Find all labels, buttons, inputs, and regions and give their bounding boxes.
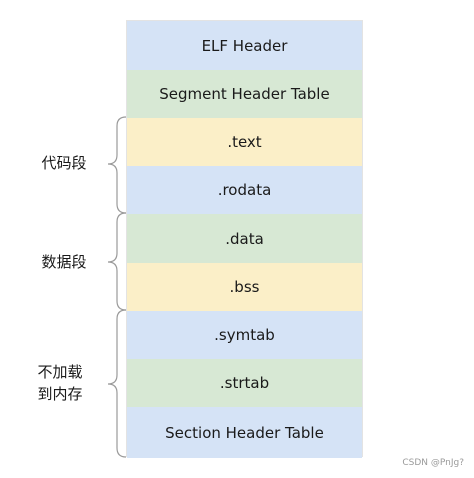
segment-bss: .bss [127,263,362,311]
segment-strtab: .strtab [127,359,362,407]
group-label-not-loaded: 不加载 到内存 [26,361,94,405]
watermark: CSDN @PnJg? [402,458,464,468]
segment-rodata: .rodata [127,166,362,214]
segment-elf-header: ELF Header [127,21,362,70]
segment-label: .data [225,229,264,248]
segment-label: .strtab [219,374,270,392]
group-label-code-segment: 代码段 [41,154,87,172]
segment-label: .text [227,133,262,151]
segment-symtab: .symtab [127,311,362,359]
group-label-data-segment: 数据段 [41,253,87,271]
segment-label: .symtab [214,326,275,344]
segment-data: .data [127,214,362,263]
elf-layout-stack: ELF Header Segment Header Table .text .r… [126,20,363,458]
segment-label: ELF Header [201,36,288,55]
segment-text: .text [127,118,362,166]
segment-label: Section Header Table [165,423,324,442]
brace-not-loaded [107,309,127,458]
segment-segment-header-table: Segment Header Table [127,70,362,118]
brace-data-segment [107,212,127,311]
group-label-line: 到内存 [37,385,83,403]
segment-section-header-table: Section Header Table [127,407,362,458]
segment-label: .rodata [217,181,272,199]
segment-label: Segment Header Table [159,85,330,103]
brace-code-segment [107,116,127,214]
group-label-line: 不加载 [37,363,83,381]
segment-label: .bss [229,278,260,296]
